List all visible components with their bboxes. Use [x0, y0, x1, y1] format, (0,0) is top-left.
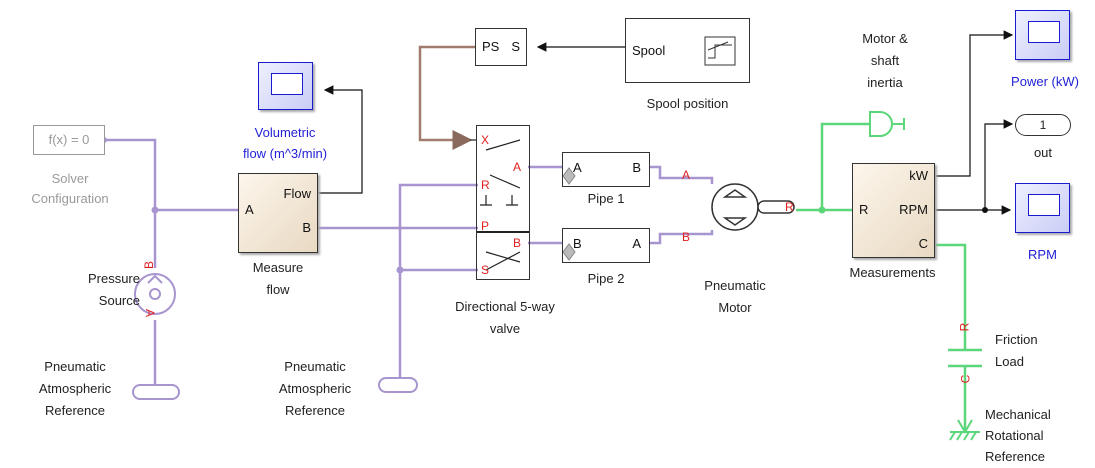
inertia-label-3: inertia — [867, 75, 903, 90]
signal-wires — [318, 30, 1014, 215]
mech-ref-label-3: Reference — [985, 449, 1045, 464]
pipe-icons — [562, 167, 576, 261]
meas-port-rpm: RPM — [899, 202, 928, 217]
spool-position-block[interactable]: Spool — [625, 18, 750, 83]
spool-signal-icon — [704, 36, 736, 66]
valve-label-2: valve — [489, 321, 521, 336]
motor-label-1: Pneumatic — [704, 278, 766, 293]
friction-port-c: C — [958, 374, 973, 384]
pipe1-port-a: A — [573, 160, 582, 175]
solver-config-block[interactable]: f(x) = 0 — [33, 125, 105, 155]
flow-scope-block[interactable] — [258, 62, 313, 110]
valve-port-a: A — [513, 160, 522, 174]
solver-label-2: Configuration — [31, 191, 109, 206]
atm-ref-mid-label-1: Pneumatic — [284, 359, 346, 374]
pipe2-block[interactable]: B A — [562, 228, 650, 263]
pipe2-label: Pipe 2 — [587, 271, 625, 286]
measure-flow-block[interactable]: A Flow B — [238, 173, 318, 253]
atm-ref-left-symbol[interactable] — [132, 384, 180, 400]
valve-port-x: X — [481, 133, 490, 147]
measure-flow-label-2: flow — [266, 282, 290, 297]
pressure-source-label-1: Pressure — [87, 271, 140, 286]
rpm-scope-block[interactable] — [1015, 183, 1070, 233]
junction-dot-signal — [982, 207, 988, 213]
out-label: out — [1033, 145, 1053, 160]
friction-load-symbol[interactable] — [948, 348, 982, 368]
ps-label: PS — [482, 39, 500, 54]
s-label: S — [511, 39, 520, 54]
pneumatic-wires — [105, 138, 714, 385]
inertia-label-2: shaft — [870, 53, 900, 68]
pipe2-port-b: B — [573, 236, 582, 251]
friction-port-r: R — [957, 322, 972, 332]
mech-ref-label-2: Rotational — [985, 428, 1044, 443]
measure-flow-label-1: Measure — [252, 260, 304, 275]
meas-port-c: C — [918, 236, 928, 251]
flow-scope-label-2: flow (m^3/min) — [242, 146, 328, 161]
valve-port-s: S — [481, 263, 490, 277]
rpm-scope-label: RPM — [1028, 247, 1057, 262]
ps-signal-wire — [418, 45, 475, 150]
measurements-block[interactable]: R kW RPM C — [852, 163, 935, 258]
spool-label: Spool — [632, 43, 666, 58]
atm-ref-left-label-3: Reference — [45, 403, 105, 418]
pressure-source-symbol[interactable] — [134, 273, 176, 315]
port-a: A — [245, 202, 254, 217]
atm-ref-mid-symbol[interactable] — [378, 377, 418, 393]
junction-dots — [151, 206, 404, 274]
pipe1-block[interactable]: A B — [562, 152, 650, 187]
friction-label-2: Load — [995, 354, 1024, 369]
meas-port-r: R — [859, 202, 869, 217]
motor-port-b: B — [682, 230, 691, 244]
meas-port-kw: kW — [909, 168, 928, 183]
pipe2-port-a: A — [632, 236, 641, 251]
motor-label-2: Motor — [718, 300, 752, 315]
junction-dot-green — [818, 206, 826, 214]
spool-position-label: Spool position — [646, 96, 729, 111]
valve-label-1: Directional 5-way — [455, 299, 555, 314]
pressure-source-label-2: Source — [98, 293, 140, 308]
inertia-label-1: Motor & — [862, 31, 908, 46]
scope-screen-icon — [1028, 21, 1060, 43]
flow-scope-label-1: Volumetric — [254, 125, 316, 140]
measurements-label: Measurements — [849, 265, 936, 280]
pipe1-label: Pipe 1 — [587, 191, 625, 206]
directional-valve-block[interactable] — [476, 125, 530, 280]
valve-port-p: P — [481, 219, 490, 233]
ps-s-converter-block[interactable]: PS S — [475, 28, 527, 66]
scope-screen-icon — [1028, 194, 1060, 216]
out-port-block[interactable]: 1 — [1015, 114, 1071, 136]
mechanical-wires — [796, 122, 967, 432]
atm-ref-mid-label-2: Atmospheric — [278, 381, 352, 396]
atm-ref-left-label-1: Pneumatic — [44, 359, 106, 374]
power-scope-label: Power (kW) — [1011, 74, 1079, 89]
pipe1-port-b: B — [632, 160, 641, 175]
power-scope-block[interactable] — [1015, 10, 1070, 60]
solver-label-1: Solver — [51, 171, 89, 186]
valve-port-b: B — [513, 236, 522, 250]
inertia-symbol[interactable] — [869, 111, 905, 137]
source-port-a: A — [143, 308, 158, 318]
motor-port-a: A — [682, 168, 691, 182]
mech-ref-label-1: Mechanical — [985, 407, 1051, 422]
source-port-b: B — [142, 260, 157, 270]
mechanical-ref-symbol[interactable] — [949, 419, 980, 441]
valve-symbol[interactable] — [470, 139, 530, 271]
pneumatic-motor-symbol[interactable] — [711, 183, 795, 231]
scope-screen-icon — [271, 73, 303, 95]
atm-ref-mid-label-3: Reference — [285, 403, 345, 418]
port-b: B — [302, 220, 311, 235]
motor-port-r: R — [785, 200, 794, 214]
valve-port-r: R — [481, 178, 490, 192]
friction-label-1: Friction — [995, 332, 1038, 347]
port-flow: Flow — [283, 186, 311, 201]
atm-ref-left-label-2: Atmospheric — [38, 381, 112, 396]
